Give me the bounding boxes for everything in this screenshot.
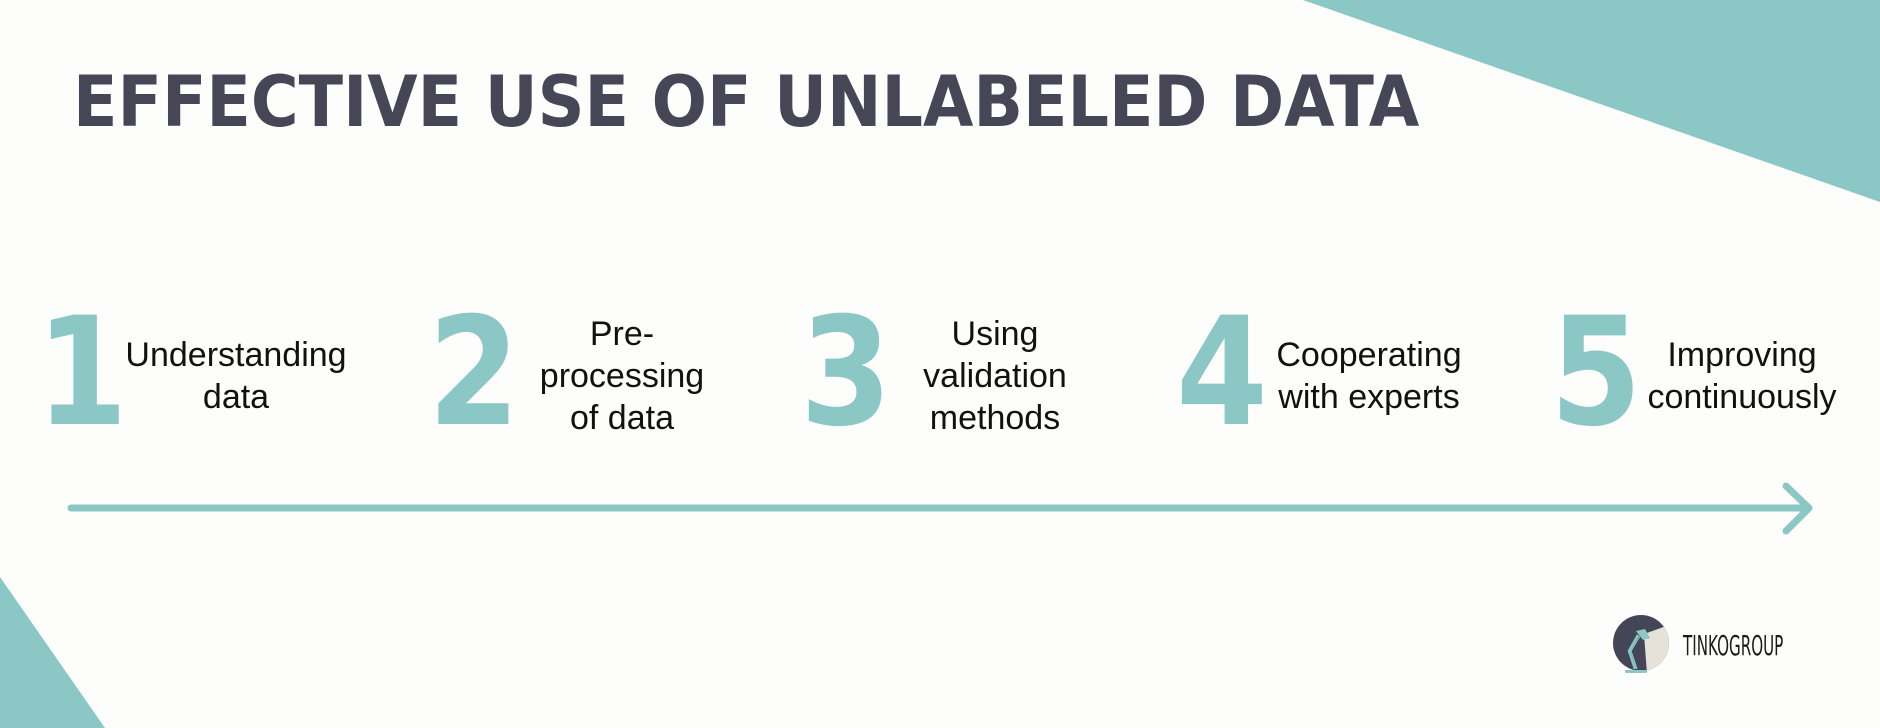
arrow-right-icon: [67, 482, 1813, 535]
step-label-line: processing: [539, 357, 705, 395]
step-number-5: 5: [1550, 286, 1642, 460]
step-label-line: methods: [929, 399, 1061, 437]
step-label-4: Cooperating with experts: [1239, 334, 1499, 418]
step-number-2: 2: [428, 286, 520, 460]
step-label-1: Understanding data: [106, 334, 366, 418]
step-label-line: Cooperating: [1276, 336, 1462, 374]
page-title: EFFECTIVE USE OF UNLABELED DATA: [73, 61, 1420, 143]
step-number-3: 3: [800, 286, 892, 460]
step-label-line: Pre-: [589, 315, 655, 353]
step-label-line: validation: [923, 357, 1067, 395]
step-label-5: Improving continuously: [1612, 334, 1872, 418]
step-label-line: of data: [570, 399, 674, 437]
step-label-2: Pre- processing of data: [492, 313, 752, 439]
bottom-left-triangle: [0, 577, 105, 728]
step-label-line: data: [202, 378, 270, 416]
step-label-line: Improving: [1667, 336, 1817, 374]
step-label-3: Using validation methods: [865, 313, 1125, 439]
step-label-line: Using: [951, 315, 1039, 353]
desk-lamp-icon: [1613, 615, 1669, 673]
step-label-line: continuously: [1647, 378, 1837, 416]
step-label-line: with experts: [1278, 378, 1460, 416]
step-number-1: 1: [36, 286, 128, 460]
step-number-4: 4: [1176, 286, 1268, 460]
logo-text: TINKOGROUP: [1683, 629, 1784, 662]
top-right-triangle: [1303, 0, 1880, 202]
step-label-line: Understanding: [125, 336, 347, 374]
